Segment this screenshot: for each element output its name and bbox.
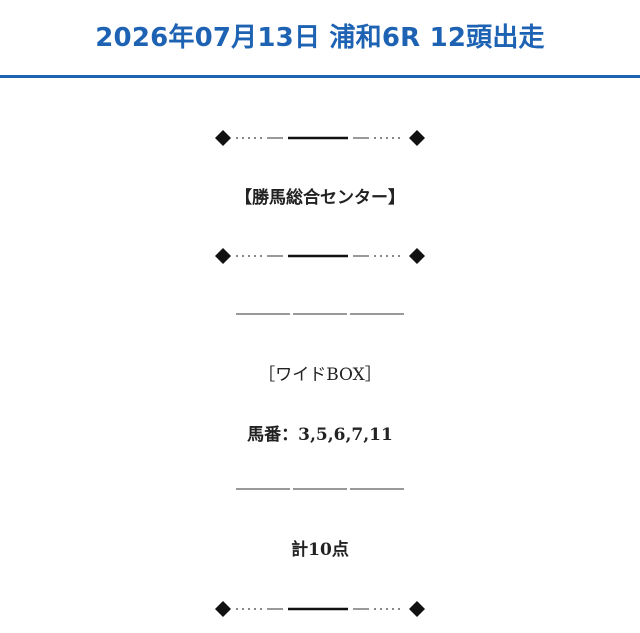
total-count: 計10点 [291, 540, 349, 560]
page-title: 2026年07月13日 浦和6R 12頭出走 [95, 23, 545, 53]
divider-bottom [0, 486, 640, 492]
ornament-bottom [0, 599, 640, 619]
divider-top [0, 311, 640, 317]
ornament-middle [0, 246, 640, 266]
page-header: 2026年07月13日 浦和6R 12頭出走 [0, 0, 640, 78]
source-label: 【勝馬総合センター】 [235, 188, 405, 208]
ornament-top [0, 128, 640, 148]
three-segment-rule-icon [236, 488, 404, 490]
three-segment-rule-icon [236, 313, 404, 315]
diamond-ornament-icon [215, 130, 425, 146]
bet-type: ［ワイドBOX］ [258, 365, 382, 385]
horse-numbers: 馬番：3,5,6,7,11 [247, 425, 393, 445]
diamond-ornament-icon [215, 601, 425, 617]
diamond-ornament-icon [215, 248, 425, 264]
